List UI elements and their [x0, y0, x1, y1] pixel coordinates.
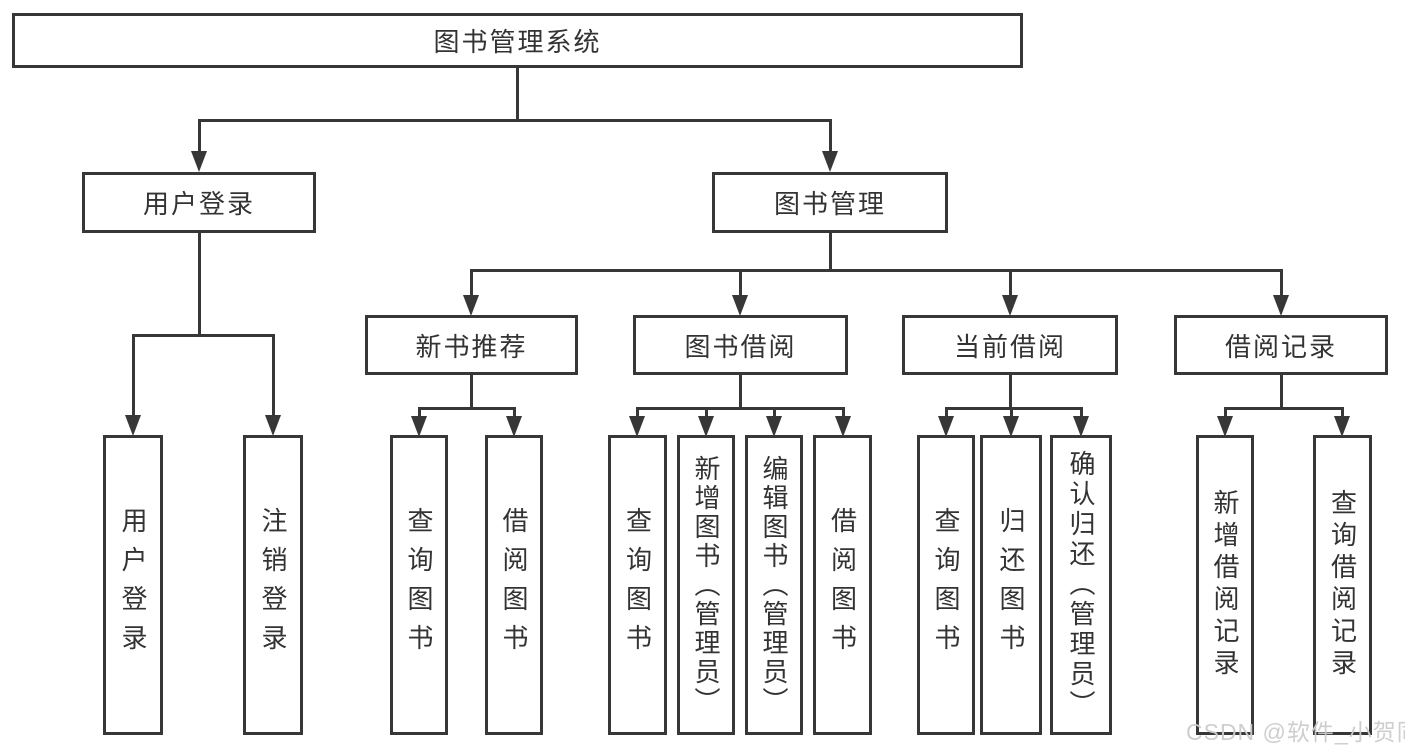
connector-line [1279, 375, 1283, 410]
arrow-down-icon [1002, 295, 1018, 316]
arrow-down-icon [766, 416, 782, 437]
node-label: 新增图书（管理员） [691, 454, 721, 716]
leaf-current-query-books: 查询图书 [917, 435, 975, 735]
node-label: 查询图书 [622, 507, 653, 663]
leaf-borrow-add-books-admin: 新增图书（管理员） [677, 435, 735, 735]
node-label: 新增借阅记录 [1210, 489, 1240, 681]
arrow-down-icon [732, 295, 748, 316]
leaf-newbook-borrow-books: 借阅图书 [485, 435, 543, 735]
node-label: 查询图书 [404, 507, 434, 663]
leaf-user-login: 用户登录 [103, 435, 163, 735]
node-label: 确认归还（管理员） [1066, 450, 1096, 720]
connector-line [841, 408, 845, 419]
connector-line [738, 375, 742, 410]
leaf-borrow-query-books: 查询图书 [608, 435, 667, 735]
connector-line [469, 375, 473, 410]
connector-line [271, 335, 275, 418]
leaf-borrow-edit-books-admin: 编辑图书（管理员） [745, 435, 803, 735]
node-label: 注销登录 [258, 507, 288, 663]
node-label: 用户登录 [118, 507, 148, 663]
arrow-down-icon [411, 416, 427, 437]
leaf-newbook-query-books: 查询图书 [390, 435, 448, 735]
csdn-watermark: CSDN @软件_小贺同学 [1186, 719, 1405, 745]
leaf-borrow-borrow-books: 借阅图书 [813, 435, 872, 735]
node-new-book-recommend: 新书推荐 [365, 315, 578, 375]
node-label: 图书借阅 [684, 331, 797, 362]
connector-line [1279, 270, 1283, 298]
node-label: 图书管理 [773, 189, 886, 219]
connector-line [1079, 408, 1083, 419]
arrow-down-icon [191, 151, 207, 172]
node-root: 图书管理系统 [12, 13, 1023, 68]
connector-line [828, 233, 832, 272]
connector-line [1008, 375, 1012, 410]
node-label: 查询借阅记录 [1327, 489, 1358, 681]
connector-line [469, 270, 473, 298]
arrow-down-icon [938, 416, 954, 437]
arrow-down-icon [629, 416, 645, 437]
arrow-down-icon [265, 415, 281, 436]
connector-line [131, 333, 275, 337]
node-label: 新书推荐 [415, 331, 528, 362]
node-book-management: 图书管理 [712, 172, 948, 233]
arrow-down-icon [1273, 295, 1289, 316]
arrow-down-icon [506, 416, 522, 437]
connector-line [1223, 408, 1227, 419]
connector-line [515, 68, 519, 121]
connector-line [635, 408, 639, 419]
connector-line [828, 120, 832, 154]
node-label: 归还图书 [996, 507, 1026, 663]
arrow-down-icon [463, 295, 479, 316]
leaf-current-return-books: 归还图书 [980, 435, 1042, 735]
arrow-down-icon [822, 151, 838, 172]
connector-line [944, 406, 1083, 410]
connector-line [704, 408, 708, 419]
connector-line [635, 406, 845, 410]
leaf-current-confirm-return-admin: 确认归还（管理员） [1050, 435, 1112, 735]
node-label: 当前借阅 [953, 331, 1066, 362]
arrow-down-icon [125, 415, 141, 436]
connector-line [512, 408, 516, 419]
connector-line [197, 120, 201, 154]
connector-line [772, 408, 776, 419]
connector-line [469, 268, 1283, 272]
arrow-down-icon [835, 416, 851, 437]
node-label: 借阅记录 [1224, 331, 1337, 362]
connector-line [417, 406, 516, 410]
node-borrow-record: 借阅记录 [1174, 315, 1388, 375]
connector-line [197, 118, 832, 122]
node-book-borrow: 图书借阅 [633, 315, 848, 375]
node-label: 查询图书 [931, 507, 961, 663]
connector-line [944, 408, 948, 419]
leaf-record-add-borrow-record: 新增借阅记录 [1196, 435, 1254, 735]
connector-line [197, 233, 201, 336]
leaf-record-query-borrow-record: 查询借阅记录 [1313, 435, 1372, 735]
connector-line [1223, 406, 1344, 410]
connector-line [131, 335, 135, 418]
connector-line [1009, 408, 1013, 419]
arrow-down-icon [1003, 416, 1019, 437]
node-label: 编辑图书（管理员） [759, 454, 789, 716]
node-current-borrow: 当前借阅 [902, 315, 1118, 375]
connector-line [417, 408, 421, 419]
connector-line [738, 270, 742, 298]
arrow-down-icon [1073, 416, 1089, 437]
arrow-down-icon [1334, 416, 1350, 437]
node-user-login-branch: 用户登录 [82, 172, 316, 233]
node-label: 用户登录 [142, 189, 255, 219]
node-label: 图书管理系统 [433, 27, 602, 57]
node-label: 借阅图书 [827, 507, 858, 663]
connector-line [1008, 270, 1012, 298]
leaf-logout: 注销登录 [243, 435, 303, 735]
node-label: 借阅图书 [499, 507, 529, 663]
connector-line [1340, 408, 1344, 419]
arrow-down-icon [698, 416, 714, 437]
arrow-down-icon [1217, 416, 1233, 437]
